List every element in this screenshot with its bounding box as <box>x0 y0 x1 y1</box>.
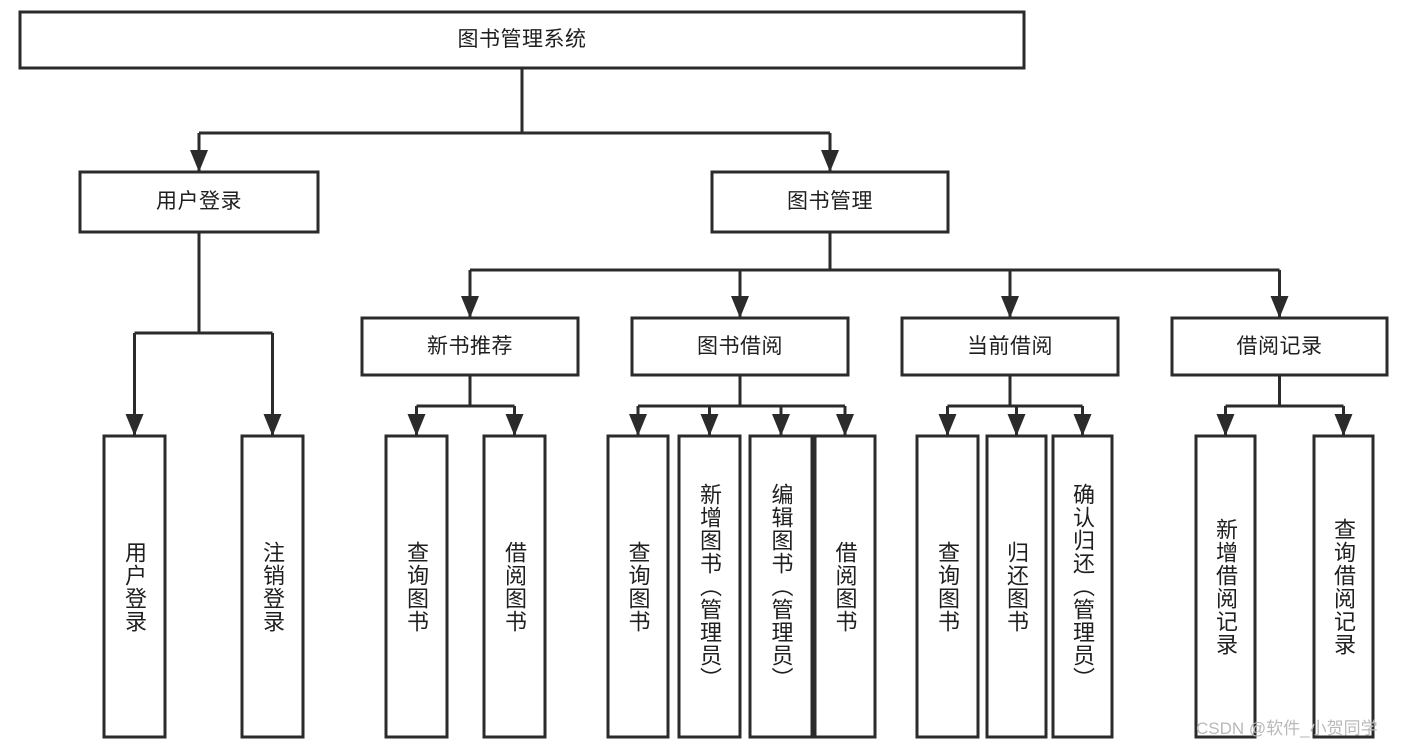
node-root[interactable] <box>18 10 1026 70</box>
arrow-head-leaf-edit-book <box>772 414 790 436</box>
node-leaf-add-book[interactable] <box>677 434 742 739</box>
node-leaf-logout[interactable] <box>240 434 305 739</box>
arrow-head-current-borrow <box>1001 296 1019 318</box>
node-leaf-query-record[interactable] <box>1312 434 1375 739</box>
node-new-book-recommend[interactable] <box>360 316 580 377</box>
node-leaf-add-record[interactable] <box>1194 434 1257 739</box>
arrow-head-leaf-borrow-book-2 <box>836 414 854 436</box>
node-book-manage[interactable] <box>710 170 950 234</box>
arrow-head-leaf-return-book <box>1007 414 1026 436</box>
node-leaf-return-book[interactable] <box>985 434 1048 739</box>
node-book-borrow[interactable] <box>630 316 850 377</box>
arrow-head-leaf-query-record <box>1334 414 1353 436</box>
arrow-head-leaf-add-book <box>700 414 719 436</box>
node-current-borrow[interactable] <box>900 316 1120 377</box>
node-user-login[interactable] <box>78 170 320 234</box>
arrow-head-leaf-logout <box>263 414 282 436</box>
node-leaf-query-book-1[interactable] <box>384 434 449 739</box>
watermark-text: CSDN @软件_小贺同学 <box>1196 719 1378 738</box>
node-leaf-query-book-3[interactable] <box>915 434 980 739</box>
arrow-head-book-manage <box>821 150 839 172</box>
node-leaf-query-book-2[interactable] <box>606 434 670 739</box>
arrow-head-user-login <box>190 150 208 172</box>
arrow-head-leaf-query-book-1 <box>407 414 426 436</box>
node-leaf-user-login[interactable] <box>102 434 167 739</box>
arrow-head-leaf-query-book-3 <box>938 414 957 436</box>
arrow-head-leaf-query-book-2 <box>629 414 647 436</box>
arrow-head-leaf-borrow-book-1 <box>505 414 524 436</box>
arrow-head-book-borrow <box>731 296 749 318</box>
node-leaf-confirm-return[interactable] <box>1051 434 1114 739</box>
arrow-head-leaf-confirm-return <box>1073 414 1092 436</box>
arrow-head-new-book-recommend <box>461 296 479 318</box>
box-layer <box>18 10 1389 739</box>
arrow-head-leaf-user-login <box>125 414 144 436</box>
connector-layer <box>125 68 1353 436</box>
node-leaf-edit-book[interactable] <box>748 434 814 739</box>
node-leaf-borrow-book-2[interactable] <box>813 434 877 739</box>
arrow-head-leaf-add-record <box>1216 414 1235 436</box>
node-borrow-record[interactable] <box>1170 316 1389 377</box>
node-leaf-borrow-book-1[interactable] <box>482 434 547 739</box>
arrow-head-borrow-record <box>1270 296 1289 318</box>
